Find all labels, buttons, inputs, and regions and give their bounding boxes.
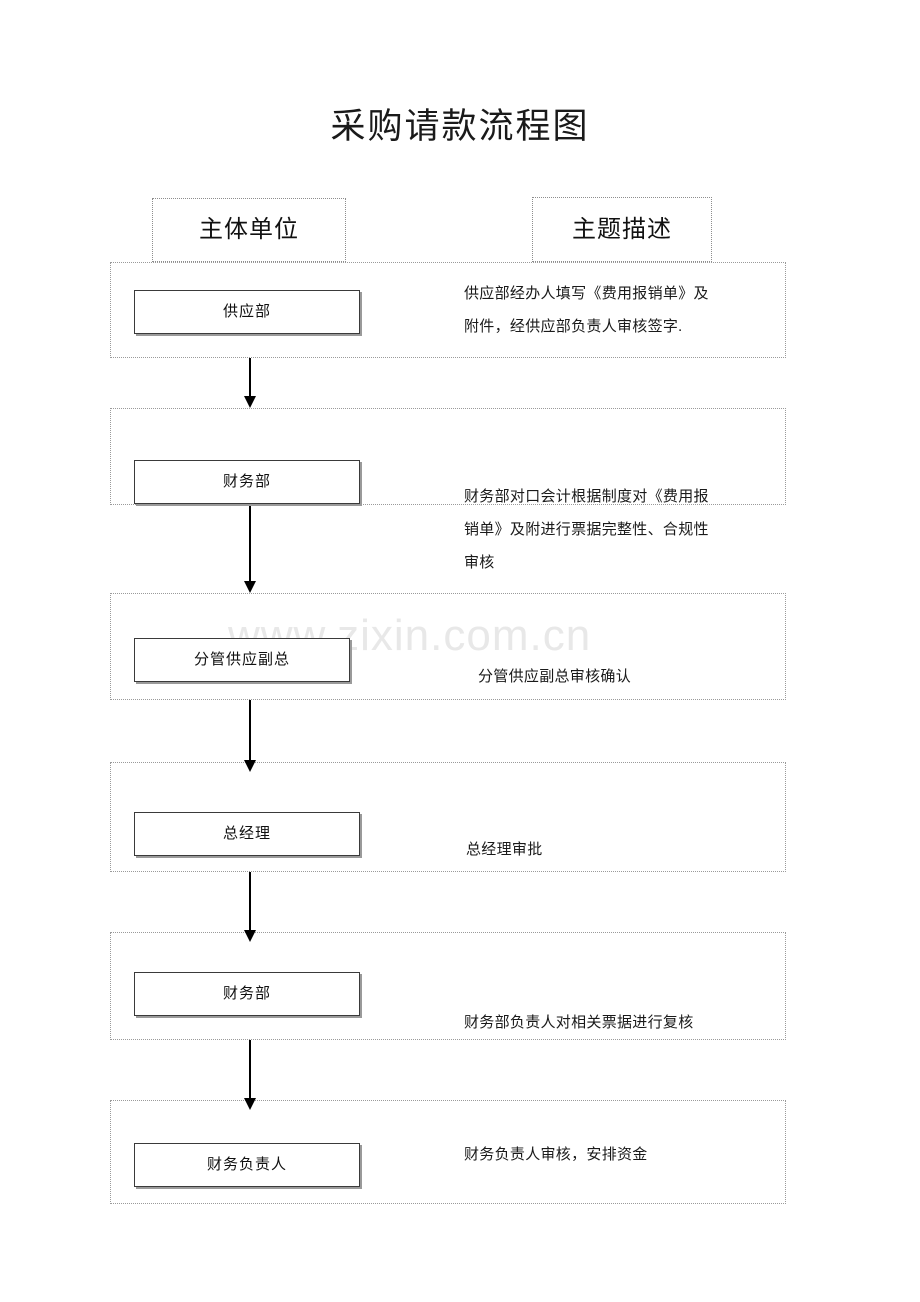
connector-arrow-2 <box>242 505 258 593</box>
description-text-1: 供应部经办人填写《费用报销单》及 附件，经供应部负责人审核签字. <box>464 286 709 335</box>
actor-box-5-label: 财务部 <box>222 986 271 1002</box>
description-text-2: 财务部对口会计根据制度对《费用报 销单》及附进行票据完整性、合规性 审核 <box>464 489 709 571</box>
connector-arrow-4 <box>242 872 258 942</box>
description-text-6: 财务负责人审核，安排资金 <box>464 1147 648 1163</box>
actor-box-4-label: 总经理 <box>222 826 271 842</box>
description-text-4: 总经理审批 <box>466 842 543 858</box>
swimlane-row-4 <box>110 762 786 872</box>
actor-box-3-label: 分管供应副总 <box>193 652 290 668</box>
actor-box-2-label: 财务部 <box>222 474 271 490</box>
column-header-description: 主题描述 <box>532 197 712 262</box>
description-text-3: 分管供应副总审核确认 <box>478 669 632 685</box>
connector-arrow-5 <box>242 1040 258 1110</box>
connector-arrow-1 <box>242 358 258 408</box>
page-title: 采购请款流程图 <box>330 107 590 146</box>
description-text-5: 财务部负责人对相关票据进行复核 <box>464 1015 694 1031</box>
swimlane-row-2 <box>110 408 786 505</box>
column-header-actor: 主体单位 <box>152 198 346 262</box>
actor-box-6[interactable]: 财务负责人 <box>134 1143 360 1187</box>
actor-box-4[interactable]: 总经理 <box>134 812 360 856</box>
swimlane-row-1 <box>110 262 786 358</box>
actor-box-2[interactable]: 财务部 <box>134 460 360 504</box>
actor-box-5[interactable]: 财务部 <box>134 972 360 1016</box>
swimlane-row-5 <box>110 932 786 1040</box>
actor-box-1[interactable]: 供应部 <box>134 290 360 334</box>
swimlane-row-3 <box>110 593 786 700</box>
actor-box-3[interactable]: 分管供应副总 <box>134 638 350 682</box>
swimlane-row-6 <box>110 1100 786 1204</box>
connector-arrow-3 <box>242 700 258 772</box>
actor-box-6-label: 财务负责人 <box>206 1157 287 1173</box>
actor-box-1-label: 供应部 <box>222 304 271 320</box>
